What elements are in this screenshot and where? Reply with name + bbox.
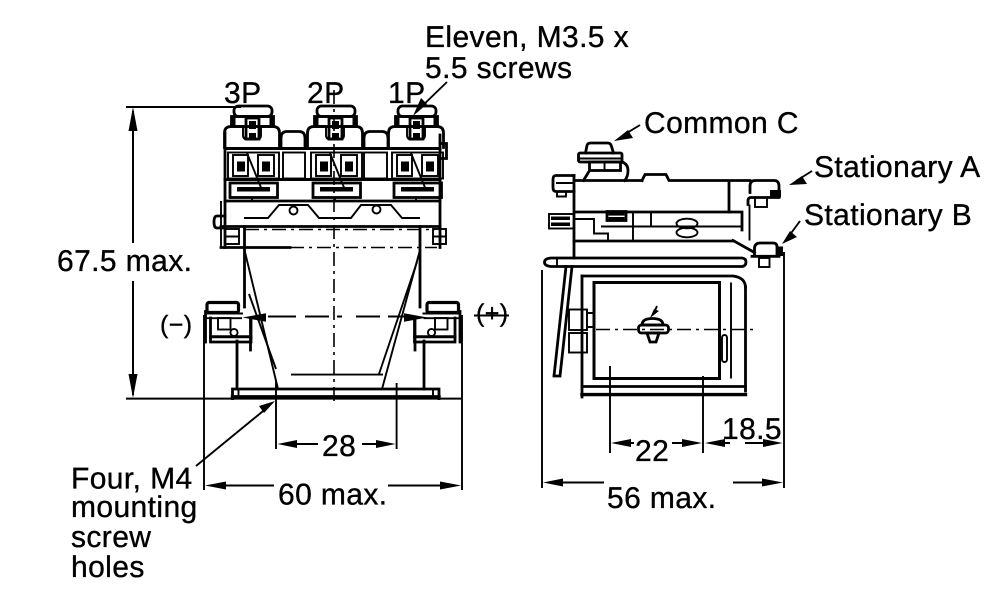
svg-text:(−): (−) — [160, 311, 192, 339]
svg-text:Stationary B: Stationary B — [804, 199, 972, 232]
svg-text:screw: screw — [71, 521, 151, 554]
svg-text:28: 28 — [322, 430, 356, 463]
svg-text:Stationary A: Stationary A — [814, 151, 981, 184]
svg-text:(+): (+) — [476, 300, 508, 328]
svg-text:holes: holes — [71, 551, 145, 584]
svg-text:56 max.: 56 max. — [607, 482, 717, 515]
svg-text:18.5: 18.5 — [722, 413, 782, 446]
svg-text:22: 22 — [635, 435, 669, 468]
svg-text:Eleven, M3.5 x: Eleven, M3.5 x — [425, 21, 629, 54]
svg-text:mounting: mounting — [71, 491, 198, 524]
svg-text:1P: 1P — [388, 77, 426, 110]
svg-text:60 max.: 60 max. — [278, 479, 388, 512]
svg-text:Common C: Common C — [644, 107, 799, 140]
svg-text:67.5 max.: 67.5 max. — [57, 245, 192, 278]
svg-text:5.5 screws: 5.5 screws — [425, 52, 572, 85]
svg-text:Four, M4: Four, M4 — [71, 463, 193, 496]
